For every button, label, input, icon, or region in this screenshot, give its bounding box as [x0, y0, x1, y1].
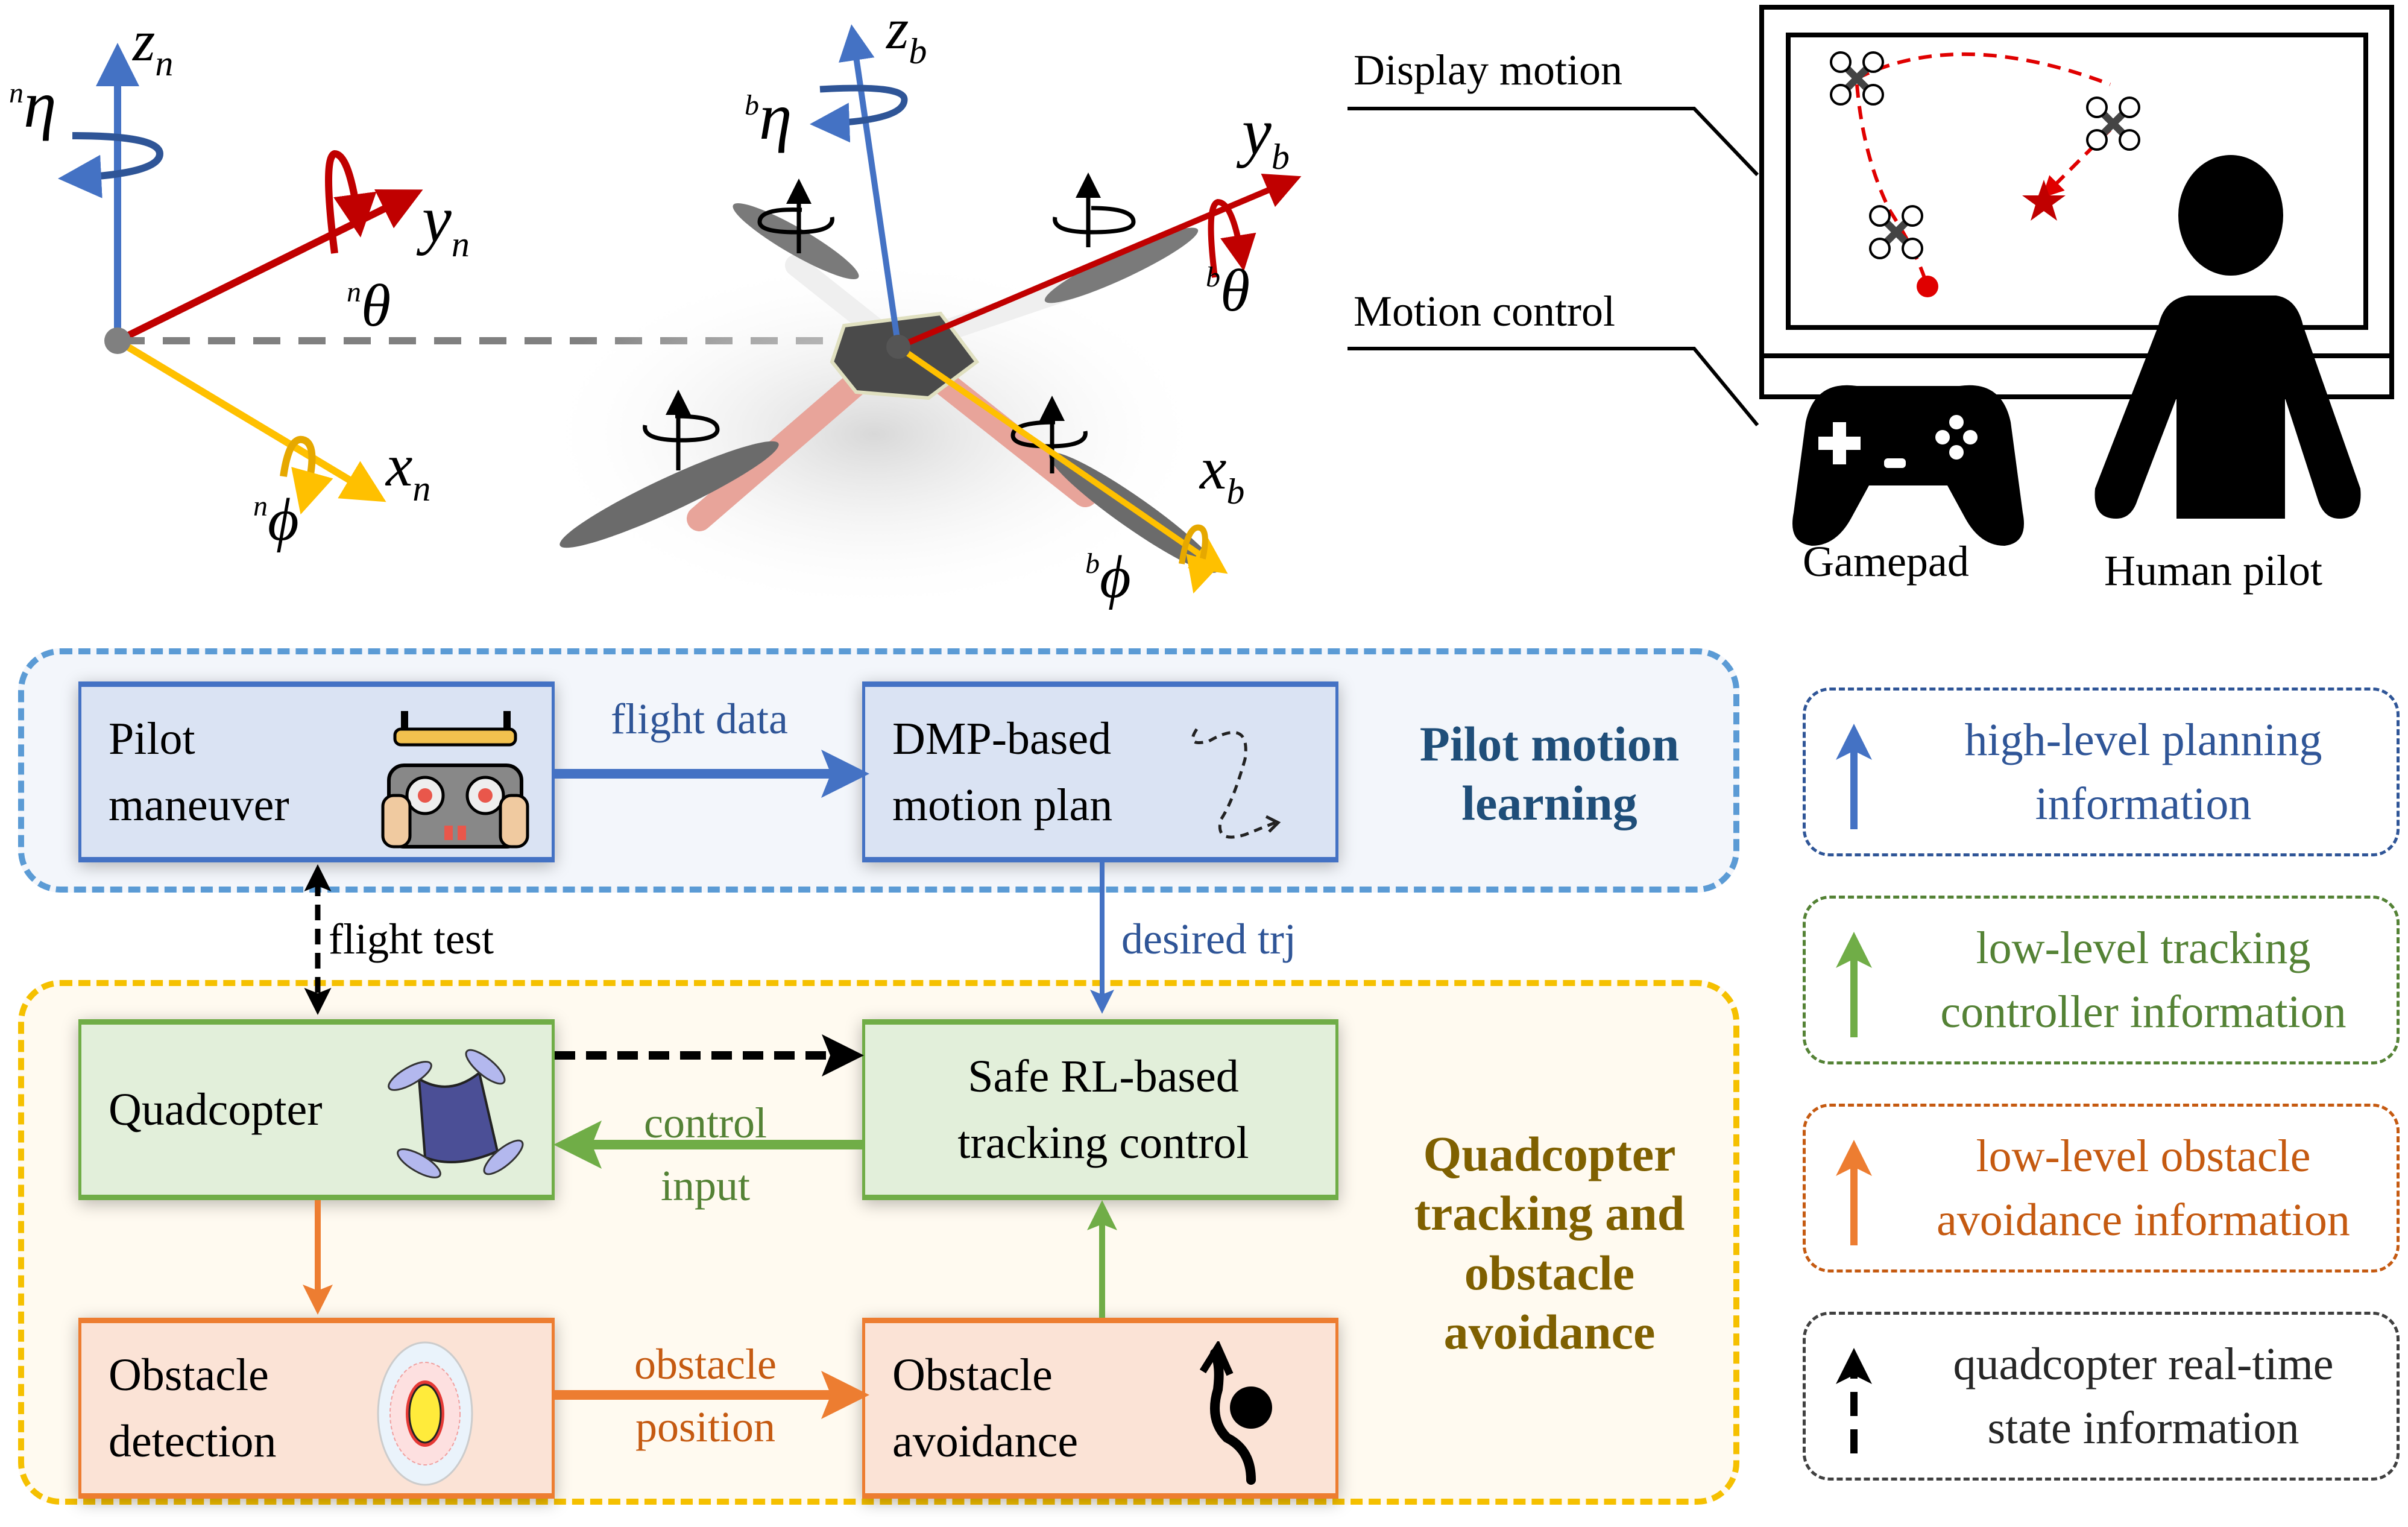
display-motion-leader-line — [1347, 107, 1759, 177]
origin-dot — [104, 327, 131, 354]
xb-label: xb — [1199, 435, 1244, 511]
body-origin-dot — [886, 335, 910, 359]
pilot-motion-learning-title: Pilot motion learning — [1419, 716, 1680, 831]
rotor-thrust-icons — [643, 172, 1136, 473]
flight-data-label: flight data — [611, 695, 788, 743]
quadcopter-icon — [388, 1049, 524, 1178]
obstacle-avoidance-block[interactable]: Obstacle avoidance — [862, 1318, 1338, 1499]
theta-rotation-icon — [325, 150, 377, 254]
eta-n-label: nη — [9, 68, 57, 141]
green-arrow-icon — [1836, 932, 1872, 1037]
phi-n-label: nϕ — [253, 486, 299, 553]
gamepad-icon — [1792, 385, 2024, 546]
human-pilot-head — [2178, 155, 2283, 276]
remote-controller-icon — [381, 711, 529, 849]
theta-b-rotation-icon — [1208, 198, 1256, 278]
quadcopter-render — [537, 172, 1218, 615]
xn-label: xn — [385, 432, 430, 508]
phi-b-rotation-icon — [1179, 524, 1221, 594]
screen-trajectory-end — [2041, 128, 2112, 198]
human-pilot-label: Human pilot — [2104, 546, 2322, 595]
propeller-front-left — [559, 441, 779, 548]
gamepad-select — [1884, 458, 1906, 468]
pilot-maneuver-block[interactable]: Pilot maneuver — [78, 681, 555, 862]
safe-rl-tracking-control-block[interactable]: Safe RL-based tracking control — [862, 1019, 1338, 1200]
xn-axis — [115, 337, 386, 502]
theta-b-label: bθ — [1206, 257, 1250, 324]
quadcopter-block[interactable]: Quadcopter — [78, 1019, 555, 1200]
propeller-back-right — [1044, 227, 1199, 303]
flight-test-label: flight test — [329, 915, 494, 963]
avoid-path-icon — [1199, 1341, 1272, 1485]
phi-rotation-icon — [280, 435, 333, 515]
top-illustration: zn yn xn nη nθ nϕ — [9, 0, 2394, 615]
target-icon — [377, 1341, 473, 1486]
control-input-label: control input — [644, 1099, 767, 1210]
propeller-back-left — [733, 203, 859, 279]
monitor-screen — [1786, 33, 2368, 330]
goal-star-icon — [2022, 180, 2066, 221]
motion-control-leader-line — [1347, 347, 1759, 426]
pilot-setup: Display motion Motion control Gamepad Hu… — [1347, 5, 2394, 595]
theta-n-label: nθ — [347, 272, 391, 339]
human-pilot-icon — [2094, 296, 2361, 519]
xb-axis — [897, 344, 1228, 574]
screen-drone-icons — [1830, 51, 2140, 259]
yb-label: yb — [1236, 95, 1290, 177]
gamepad-label: Gamepad — [1803, 537, 1969, 586]
eta-b-rotation-icon — [810, 84, 908, 143]
quadcopter-tracking-title: Quadcopter tracking and obstacle avoidan… — [1414, 1127, 1685, 1360]
display-motion-label: Display motion — [1354, 46, 1622, 94]
eta-b-label: bη — [745, 80, 792, 153]
blue-arrow-icon — [1836, 724, 1872, 829]
start-point-icon — [1917, 276, 1938, 297]
eta-rotation-icon — [58, 132, 164, 198]
desired-trj-label: desired trj — [1121, 915, 1296, 963]
inertial-frame: zn yn xn nη nθ nϕ — [9, 8, 892, 553]
screen-trajectory-top — [1856, 52, 2111, 86]
obstacle-detection-block[interactable]: Obstacle detection — [78, 1318, 555, 1499]
body-frame: zb yb xb bη bθ bϕ — [745, 0, 1302, 610]
yn-label: yn — [416, 182, 470, 264]
trajectory-icon — [1191, 728, 1281, 839]
black-dashed-arrow-icon — [1836, 1348, 1872, 1453]
zn-label: zn — [131, 8, 173, 83]
orange-arrow-icon — [1836, 1140, 1872, 1245]
zb-label: zb — [885, 0, 927, 71]
obstacle-position-label: obstacle position — [634, 1340, 777, 1452]
dmp-motion-plan-block[interactable]: DMP-based motion plan — [862, 681, 1338, 862]
phi-b-label: bϕ — [1085, 543, 1131, 610]
motion-control-label: Motion control — [1354, 287, 1615, 335]
